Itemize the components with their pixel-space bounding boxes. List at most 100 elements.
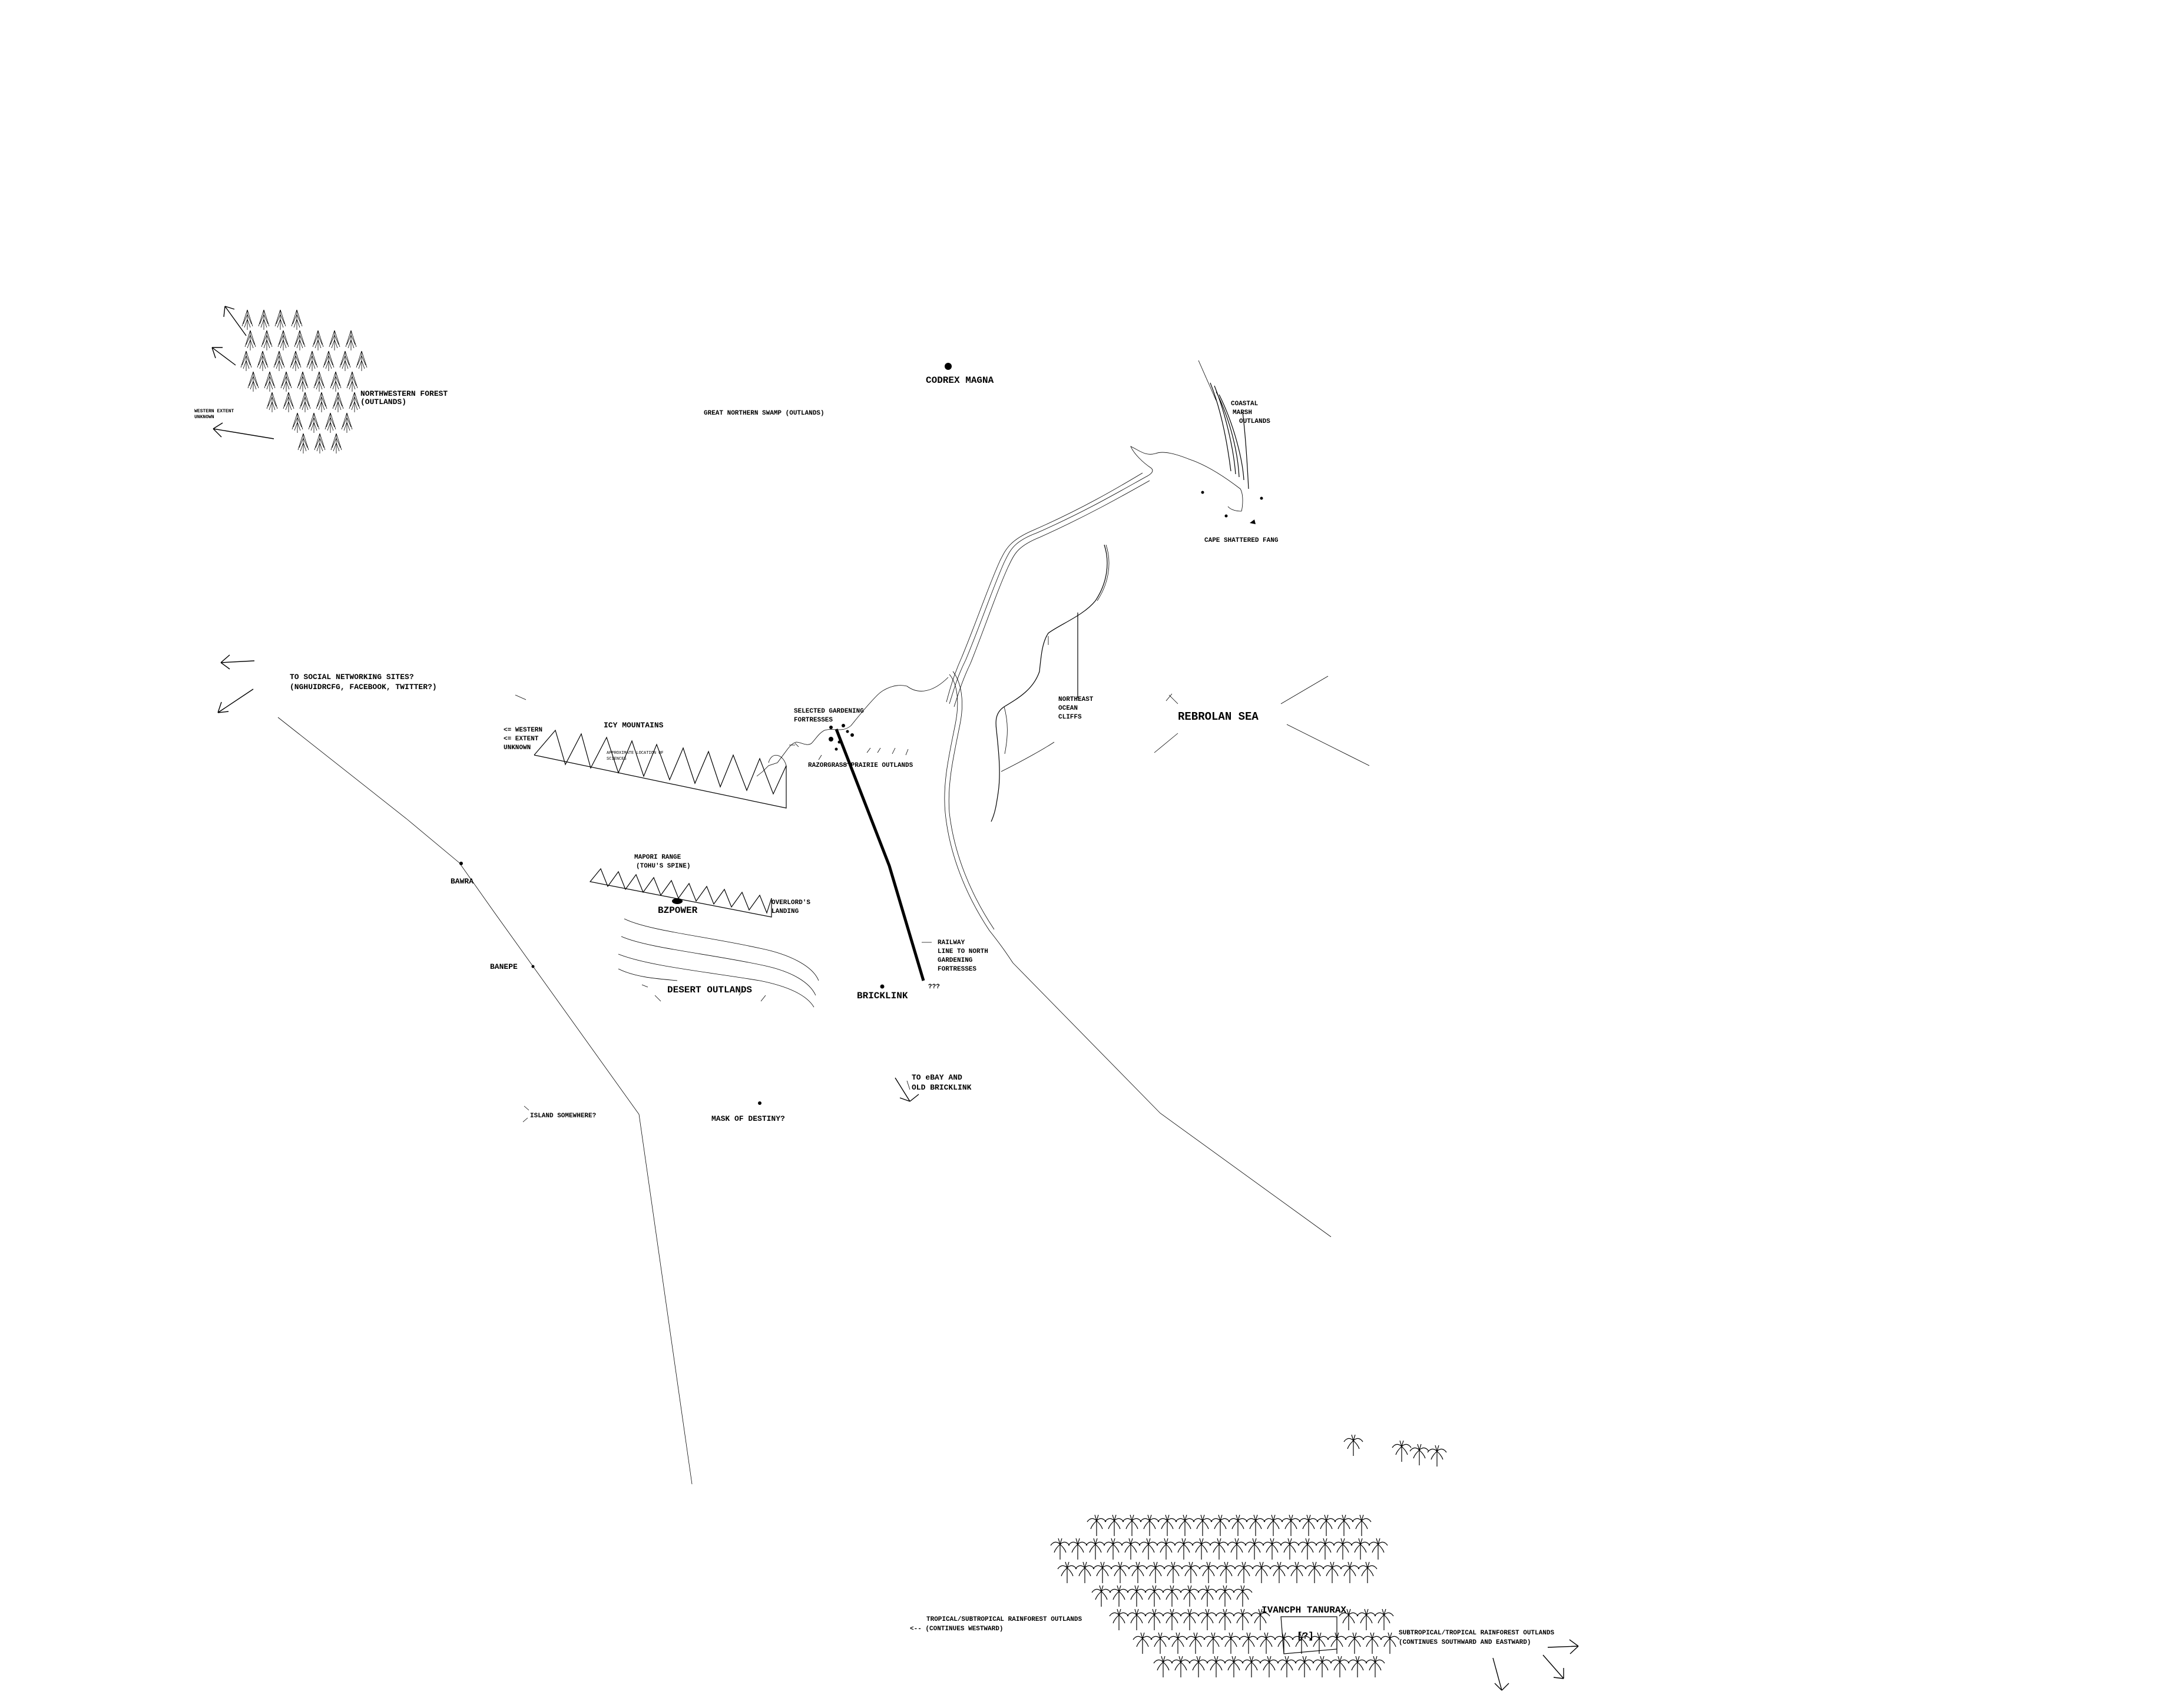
palm-tree-icon xyxy=(1168,1632,1188,1654)
rainforest-arrows xyxy=(1492,1639,1579,1691)
conifer-tree-icon xyxy=(280,371,292,392)
northwestern-forest-arrows xyxy=(211,306,274,439)
icy-mountains-note-2: SCIENCES xyxy=(607,757,627,762)
palm-tree-icon xyxy=(1110,1561,1130,1583)
mask-of-destiny-dot-icon xyxy=(758,1101,761,1105)
conifer-tree-icon xyxy=(356,350,367,371)
subtropical-east-label-2: (CONTINUES SOUTHWARD AND EASTWARD) xyxy=(1399,1639,1531,1646)
palm-tree-icon xyxy=(1216,1561,1236,1583)
railway-label-3: GARDENING xyxy=(938,957,973,964)
palm-tree-icon xyxy=(1171,1656,1191,1677)
palm-tree-icon xyxy=(1269,1561,1289,1583)
palm-tree-icon xyxy=(1356,1608,1376,1630)
social-networking-arrows xyxy=(217,654,255,713)
palm-tree-icon xyxy=(1233,1608,1253,1630)
unknown-box-label: [?] xyxy=(1297,1631,1314,1641)
ebay-label-1: TO eBAY AND xyxy=(912,1073,962,1082)
palm-tree-icon xyxy=(1280,1538,1300,1560)
palm-tree-icon xyxy=(1239,1632,1259,1654)
conifer-tree-icon xyxy=(291,309,303,330)
conifer-tree-icon xyxy=(258,309,270,330)
palm-tree-icon xyxy=(1175,1514,1195,1536)
palm-tree-icon xyxy=(1215,1585,1235,1607)
palm-tree-icon xyxy=(1340,1561,1360,1583)
palm-tree-icon xyxy=(1233,1585,1253,1607)
palm-tree-icon xyxy=(1263,1514,1283,1536)
bawra-dot-icon xyxy=(459,862,463,865)
western-extent-nw-label-1: WESTERN EXTENT xyxy=(194,409,234,414)
palm-tree-icon xyxy=(1203,1632,1223,1654)
mapori-range-label-1: MAPORI RANGE xyxy=(634,854,681,861)
palm-tree-icon xyxy=(1374,1608,1394,1630)
palm-tree-icon xyxy=(1315,1538,1335,1560)
northeast-cliffs-label-1: NORTHEAST xyxy=(1058,696,1094,703)
palm-tree-icon xyxy=(1198,1561,1219,1583)
conifer-tree-icon xyxy=(308,412,320,433)
conifer-tree-icon xyxy=(325,412,336,433)
selected-fortresses-label-2: FORTRESSES xyxy=(794,717,833,724)
palm-tree-icon xyxy=(1259,1656,1279,1677)
western-extent-label-3: UNKNOWN xyxy=(504,744,531,752)
social-networking-label-1: TO SOCIAL NETWORKING SITES? xyxy=(290,673,414,681)
northwestern-forest xyxy=(240,309,367,454)
palm-tree-icon xyxy=(1157,1514,1177,1536)
island-somewhere-label: ISLAND SOMEWHERE? xyxy=(530,1113,596,1120)
palm-tree-icon xyxy=(1087,1514,1107,1536)
cape-rocks xyxy=(1201,491,1263,524)
palm-tree-icon xyxy=(1197,1608,1217,1630)
tropical-west-label-2: <-- (CONTINUES WESTWARD) xyxy=(910,1626,1003,1633)
fortress-dots xyxy=(829,724,854,751)
arrow-icon xyxy=(223,306,247,336)
conifer-tree-icon xyxy=(247,371,259,392)
palm-tree-icon xyxy=(1144,1585,1164,1607)
palm-tree-icon xyxy=(1292,1632,1312,1654)
palm-tree-icon xyxy=(1092,1561,1112,1583)
conifer-tree-icon xyxy=(316,392,327,412)
conifer-tree-icon xyxy=(339,350,351,371)
palm-tree-icon xyxy=(1287,1561,1307,1583)
palm-tree-icon xyxy=(1186,1632,1206,1654)
razorgrass-prairie-marks xyxy=(818,747,909,766)
conifer-tree-icon xyxy=(323,350,335,371)
palm-tree-icon xyxy=(1215,1608,1235,1630)
arrow-icon xyxy=(211,347,236,366)
western-coast xyxy=(277,694,693,1485)
palm-tree-icon xyxy=(1294,1656,1315,1677)
palm-tree-icon xyxy=(1057,1561,1077,1583)
palm-tree-icon xyxy=(1330,1656,1350,1677)
palm-tree-icon xyxy=(1128,1561,1148,1583)
palm-tree-icon xyxy=(1234,1561,1254,1583)
conifer-tree-icon xyxy=(266,392,278,412)
palm-tree-icon xyxy=(1145,1561,1166,1583)
banepe-dot-icon xyxy=(531,965,535,968)
palm-tree-icon xyxy=(1174,1538,1194,1560)
conifer-tree-icon xyxy=(329,330,340,350)
ebay-arrow xyxy=(895,1077,919,1102)
palm-tree-icon xyxy=(1144,1608,1164,1630)
palm-tree-icon xyxy=(1121,1538,1141,1560)
arrow-icon xyxy=(1547,1639,1579,1654)
bzpower-label: BZPOWER xyxy=(658,905,698,916)
palm-tree-icon xyxy=(1103,1538,1123,1560)
palm-tree-icon xyxy=(1277,1656,1297,1677)
conifer-tree-icon xyxy=(332,392,344,412)
social-networking-label-2: (NGHUIDRCFG, FACEBOOK, TWITTER?) xyxy=(290,683,437,691)
palm-tree-icon xyxy=(1392,1440,1412,1462)
palm-tree-icon xyxy=(1085,1538,1105,1560)
conifer-tree-icon xyxy=(313,371,325,392)
palm-tree-icon xyxy=(1163,1561,1183,1583)
palm-tree-icon xyxy=(1127,1585,1147,1607)
palm-tree-icon xyxy=(1193,1514,1213,1536)
conifer-tree-icon xyxy=(345,330,357,350)
conifer-tree-icon xyxy=(346,371,358,392)
western-extent-label-2: <= EXTENT xyxy=(504,736,539,743)
palm-tree-icon xyxy=(1228,1514,1248,1536)
mapori-range xyxy=(589,868,772,918)
coastal-marsh-label-1: COASTAL xyxy=(1231,400,1259,408)
mask-of-destiny-label: MASK OF DESTINY? xyxy=(711,1114,785,1123)
overlords-landing-label-2: LANDING xyxy=(772,908,799,915)
palm-tree-icon xyxy=(1210,1514,1230,1536)
palm-tree-icon xyxy=(1156,1538,1176,1560)
conifer-tree-icon xyxy=(314,433,326,454)
palm-tree-icon xyxy=(1206,1656,1226,1677)
